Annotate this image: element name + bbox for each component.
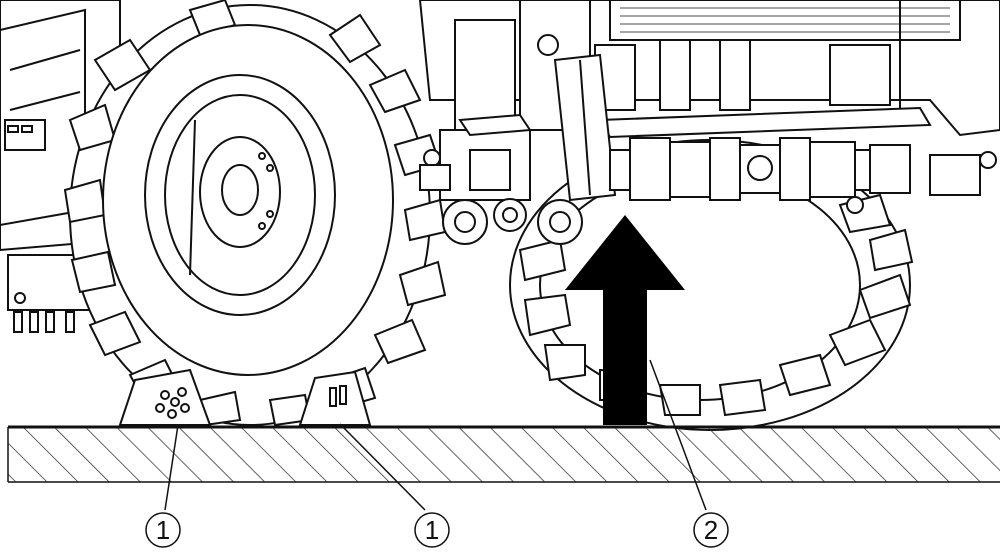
machine-frame	[0, 0, 1000, 333]
callout-1-left: 1	[145, 512, 181, 548]
rear-tire-right	[509, 139, 914, 431]
wheel-chock-icon	[298, 370, 372, 426]
callout-label: 1	[425, 515, 439, 545]
callout-label: 2	[704, 515, 718, 545]
callout-2: 2	[693, 512, 729, 548]
drive-assembly	[419, 53, 997, 245]
wheel-chock-left	[118, 368, 212, 426]
callout-label: 1	[156, 515, 170, 545]
leader-lines	[164, 359, 707, 511]
ground	[7, 425, 1000, 483]
wheel-chock-right	[298, 370, 372, 426]
callout-1-right: 1	[414, 512, 450, 548]
rear-tire-left	[63, 0, 447, 427]
wheel-chock-icon	[118, 368, 212, 426]
lift-arrow-icon	[565, 215, 685, 425]
